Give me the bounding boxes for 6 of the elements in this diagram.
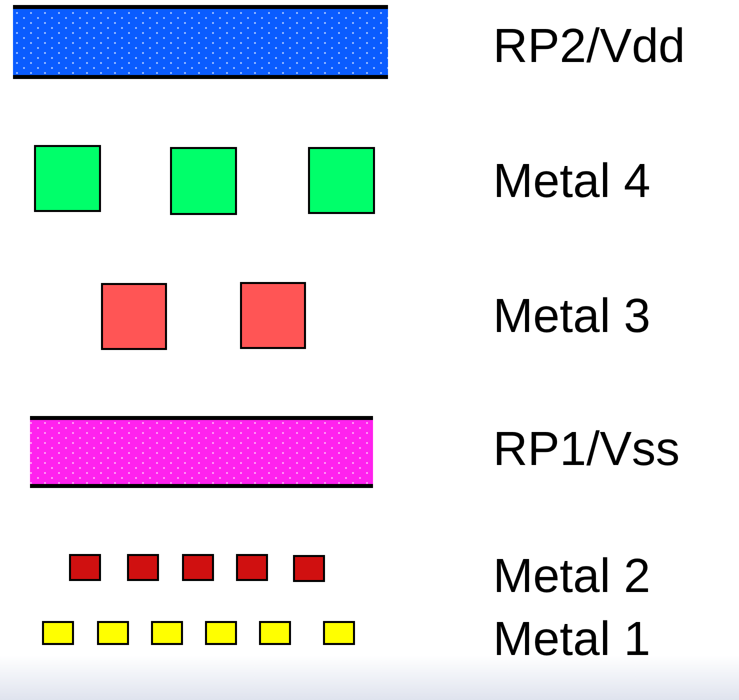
layer-label: Metal 1 — [493, 612, 650, 668]
layer-label: RP1/Vss — [493, 422, 680, 478]
layer-label: Metal 3 — [493, 289, 650, 345]
layer-label: Metal 2 — [493, 549, 650, 605]
layer-label: RP2/Vdd — [493, 19, 686, 75]
layer-label: Metal 4 — [493, 154, 650, 210]
